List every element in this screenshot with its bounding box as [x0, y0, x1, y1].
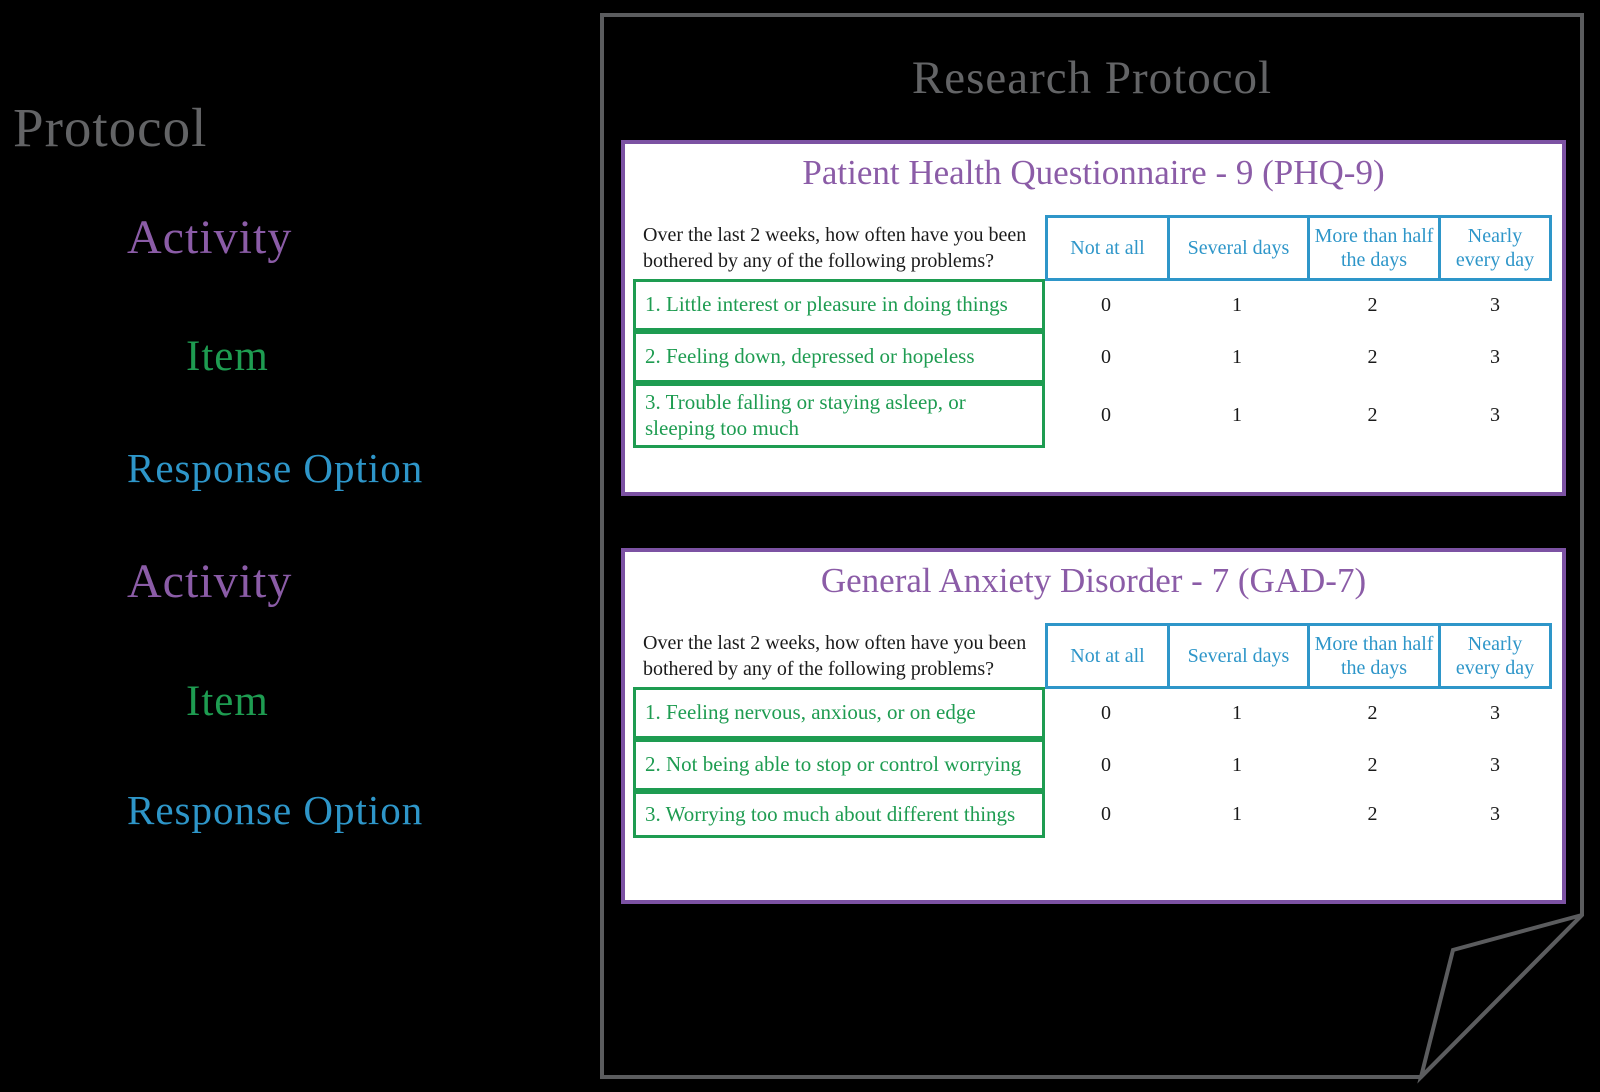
score-cell: 0 [1101, 701, 1111, 724]
item-row: 1. Little interest or pleasure in doing … [633, 279, 1045, 331]
score-cell: 1 [1232, 701, 1242, 724]
score-cell: 1 [1232, 345, 1242, 368]
score-cell: 1 [1232, 803, 1242, 825]
score-cell: 0 [1101, 345, 1111, 368]
score-row: 0 1 2 3 [1045, 383, 1552, 448]
legend-activity-label-2: Activity [127, 555, 293, 608]
score-cell: 3 [1490, 701, 1500, 724]
item-row: 1. Feeling nervous, anxious, or on edge [633, 687, 1045, 739]
score-row: 0 1 2 3 [1045, 739, 1552, 791]
questionnaire-card-gad7: General Anxiety Disorder - 7 (GAD-7) Ove… [621, 548, 1566, 904]
questionnaire-title: General Anxiety Disorder - 7 (GAD-7) [820, 561, 1367, 600]
legend-protocol-label: Protocol [13, 97, 208, 158]
item-row: 3. Trouble falling or staying asleep, or… [633, 383, 1045, 448]
response-option-header: More than half the days [1310, 218, 1441, 278]
item-row: 3. Worrying too much about different thi… [633, 791, 1045, 838]
response-options-header: Not at all Several days More than half t… [1045, 215, 1552, 281]
response-option-header: More than half the days [1310, 626, 1441, 686]
questionnaire-instruction: Over the last 2 weeks, how often have yo… [643, 224, 1027, 272]
score-cell: 2 [1367, 701, 1378, 724]
score-cell: 3 [1490, 803, 1500, 825]
score-cell: 0 [1101, 404, 1111, 426]
legend-activity-label-1: Activity [127, 211, 293, 264]
score-row: 0 1 2 3 [1045, 687, 1552, 739]
score-cell: 2 [1367, 345, 1378, 368]
score-cell: 1 [1232, 404, 1242, 426]
score-cell: 2 [1367, 293, 1378, 316]
response-option-header: Nearly every day [1455, 225, 1535, 271]
score-cell: 1 [1232, 753, 1242, 776]
legend-item-label-2: Item [186, 678, 269, 725]
item-row: 2. Not being able to stop or control wor… [633, 739, 1045, 791]
questionnaire-title: Patient Health Questionnaire - 9 (PHQ-9) [802, 153, 1385, 192]
score-cell: 2 [1367, 753, 1378, 776]
response-option-header: Nearly every day [1455, 633, 1535, 679]
score-cell: 1 [1232, 293, 1242, 316]
score-grid: 0 1 2 3 0 1 2 3 0 1 2 3 [1045, 279, 1552, 448]
page-curl-icon [1417, 913, 1584, 1084]
questionnaire-card-phq9: Patient Health Questionnaire - 9 (PHQ-9)… [621, 140, 1566, 496]
score-cell: 0 [1101, 293, 1111, 316]
score-cell: 3 [1490, 293, 1500, 316]
score-cell: 3 [1490, 753, 1500, 776]
questionnaire-instruction: Over the last 2 weeks, how often have yo… [643, 632, 1027, 680]
legend-item-label-1: Item [186, 333, 269, 380]
score-cell: 3 [1490, 345, 1500, 368]
score-row: 0 1 2 3 [1045, 791, 1552, 838]
response-option-header: Not at all [1048, 626, 1170, 686]
response-option-header: Several days [1170, 626, 1310, 686]
score-cell: 2 [1367, 803, 1378, 825]
score-cell: 2 [1367, 404, 1378, 426]
score-grid: 0 1 2 3 0 1 2 3 0 1 2 3 [1045, 687, 1552, 838]
legend-response-option-label-1: Response Option [127, 445, 424, 491]
score-cell: 0 [1101, 803, 1111, 825]
item-row: 2. Feeling down, depressed or hopeless [633, 331, 1045, 383]
score-cell: 0 [1101, 753, 1111, 776]
response-options-header: Not at all Several days More than half t… [1045, 623, 1552, 689]
score-row: 0 1 2 3 [1045, 331, 1552, 383]
document-title: Research Protocol [911, 52, 1273, 104]
item-list: 1. Little interest or pleasure in doing … [633, 279, 1045, 448]
response-option-header: Not at all [1048, 218, 1170, 278]
item-list: 1. Feeling nervous, anxious, or on edge … [633, 687, 1045, 838]
response-option-header: Several days [1170, 218, 1310, 278]
score-row: 0 1 2 3 [1045, 279, 1552, 331]
score-cell: 3 [1490, 404, 1500, 426]
legend-response-option-label-2: Response Option [127, 787, 424, 833]
